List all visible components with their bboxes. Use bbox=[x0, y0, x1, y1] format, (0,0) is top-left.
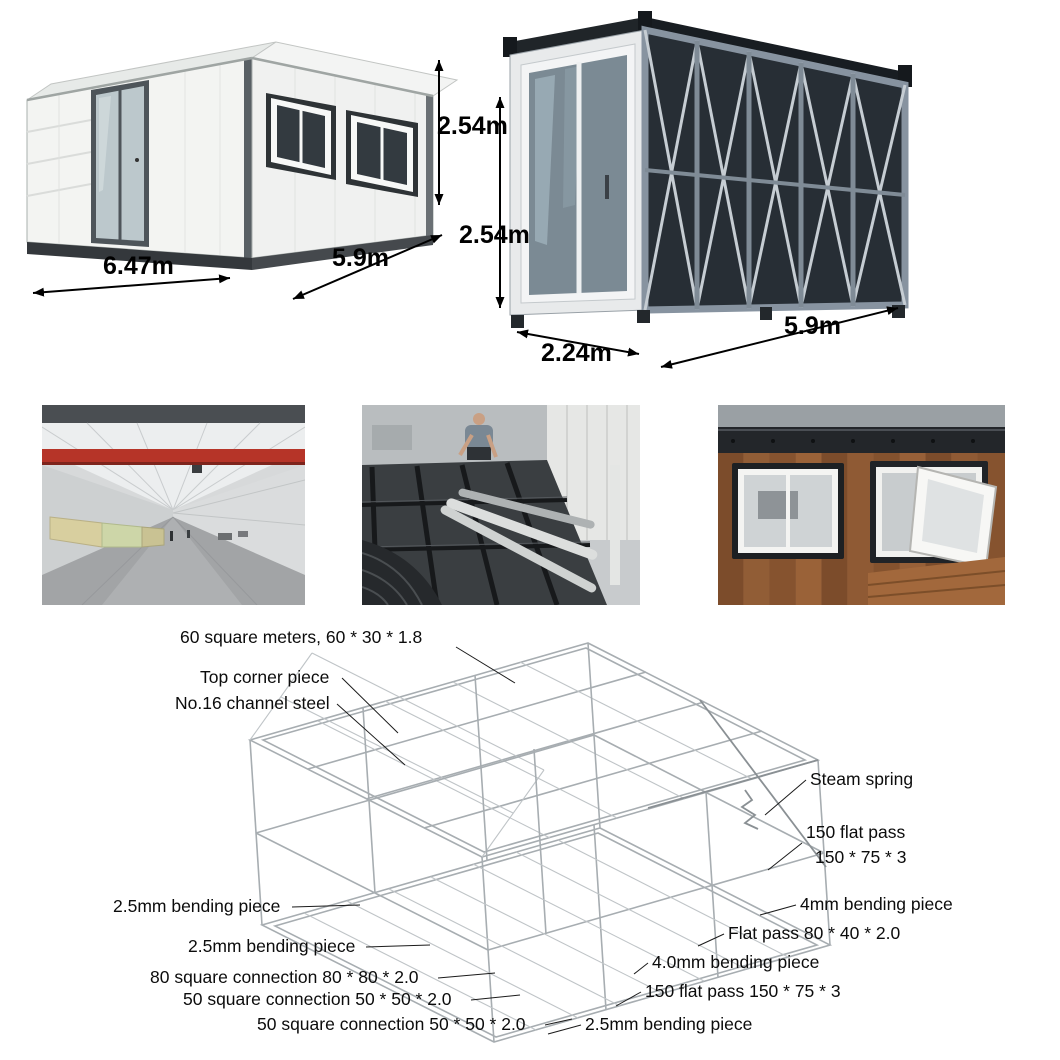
photo-floor-frame-assembly bbox=[362, 405, 640, 605]
dim-folded-width: 2.24m bbox=[541, 339, 612, 367]
dim-folded-depth: 5.9m bbox=[784, 312, 841, 340]
diagram-label-150-flat-pass: 150 flat pass bbox=[806, 822, 906, 842]
dimension-arrows bbox=[32, 60, 444, 300]
windows-photo-drawing bbox=[718, 405, 1005, 605]
diagram-label-bending-piece-2: 2.5mm bending piece bbox=[188, 936, 356, 956]
diagram-label-50-square-connection-1: 50 square connection 50 * 50 * 2.0 bbox=[183, 989, 452, 1009]
diagram-label-80-square-connection: 80 square connection 80 * 80 * 2.0 bbox=[150, 967, 419, 987]
diagram-label-4-0mm-bending-piece: 4.0mm bending piece bbox=[652, 952, 820, 972]
diagram-label-4mm-bending-piece: 4mm bending piece bbox=[800, 894, 953, 914]
dim-expanded-width: 6.47m bbox=[103, 252, 174, 280]
assembly-photo-drawing bbox=[362, 405, 640, 605]
diagram-label-2-5mm-bending-piece: 2.5mm bending piece bbox=[585, 1014, 753, 1034]
diagram-label-top-corner-piece: Top corner piece bbox=[200, 667, 330, 687]
photo-container-windows bbox=[718, 405, 1005, 605]
diagram-label-50-square-connection-2: 50 square connection 50 * 50 * 2.0 bbox=[257, 1014, 526, 1034]
diagram-label-area-size: 60 square meters, 60 * 30 * 1.8 bbox=[180, 627, 423, 647]
dim-expanded-depth: 5.9m bbox=[332, 244, 389, 272]
factory-photo-drawing bbox=[42, 405, 305, 605]
dimension-arrows bbox=[495, 97, 899, 369]
folded-house-drawing bbox=[495, 11, 912, 369]
diagram-label-150-75-3: 150 * 75 * 3 bbox=[815, 847, 907, 867]
diagram-label-150-flat-pass-full: 150 flat pass 150 * 75 * 3 bbox=[645, 981, 841, 1001]
diagram-label-flat-pass-80-40: Flat pass 80 * 40 * 2.0 bbox=[728, 923, 901, 943]
diagram-label-bending-piece-1: 2.5mm bending piece bbox=[113, 896, 281, 916]
frame-wireframe-diagram bbox=[0, 615, 1060, 1060]
dim-folded-height: 2.54m bbox=[459, 221, 530, 249]
expanded-house-figure bbox=[15, 10, 460, 320]
expanded-house-drawing bbox=[26, 41, 459, 300]
photo-factory-interior bbox=[42, 405, 305, 605]
wireframe-drawing bbox=[247, 642, 833, 1043]
diagram-label-channel-steel: No.16 channel steel bbox=[175, 693, 330, 713]
diagram-label-steam-spring: Steam spring bbox=[810, 769, 914, 789]
folded-house-figure bbox=[455, 5, 915, 375]
